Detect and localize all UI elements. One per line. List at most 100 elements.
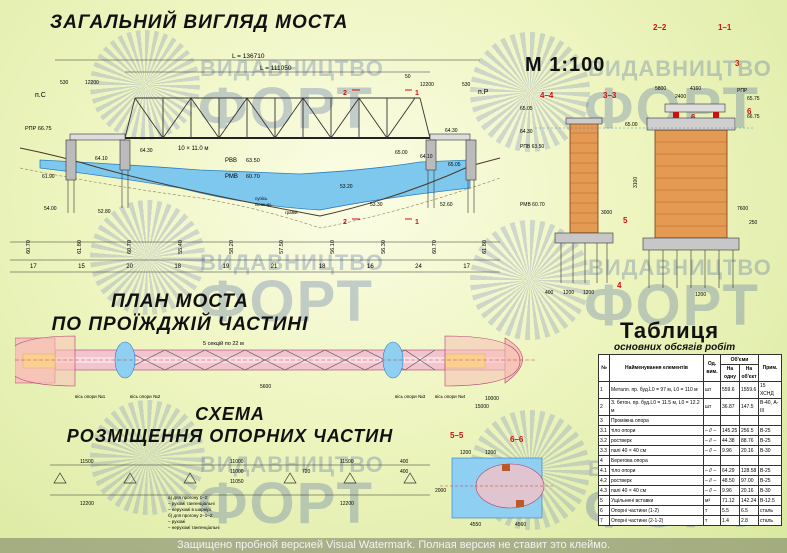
dimension-value: 530 xyxy=(462,82,471,88)
rvv-level: 63.50 xyxy=(246,158,260,164)
table-cell xyxy=(758,455,782,466)
station-cell: 15 xyxy=(78,264,85,270)
dimension-value: 250 xyxy=(749,220,758,226)
scheme-legend: – рухомі xyxy=(168,519,185,524)
dimension-value: 2000 xyxy=(435,488,446,494)
table-cell: 97.00 xyxy=(739,475,759,486)
dimension-value: 400 xyxy=(545,290,554,296)
table-cell xyxy=(703,415,721,426)
table-cell: В-12.5 xyxy=(758,495,782,506)
station-cell: 19 xyxy=(222,264,230,270)
abutment-width: 10000 xyxy=(485,396,499,402)
dimension-value: 12200 xyxy=(80,501,94,507)
table-cell xyxy=(703,455,721,466)
dimension-value: 530 xyxy=(60,80,69,86)
dimension-value: 11000 xyxy=(230,459,244,465)
level-mark: РПР xyxy=(737,88,748,94)
axis-label: вісь опори №3 xyxy=(395,394,426,399)
col-header: Найменування елементів xyxy=(609,354,704,382)
table-cell: 44.38 xyxy=(720,435,740,446)
table-cell: 20.16 xyxy=(739,445,759,456)
scheme-title-line2: РОЗМІЩЕННЯ ОПОРНИХ ЧАСТИН xyxy=(66,426,394,446)
scheme-title-line1: СХЕМА xyxy=(195,404,265,424)
table-cell: 5.5 xyxy=(720,505,740,516)
dimension-value: 400 xyxy=(400,459,409,465)
dimension-value: 4160 xyxy=(690,86,701,92)
scheme-legend: – нерухомі тангенціальні xyxy=(168,525,220,530)
station-cell: 24 xyxy=(415,264,422,270)
soil-label: пісок кр. xyxy=(255,202,272,207)
level-mark: 53.30 xyxy=(370,202,383,208)
footing xyxy=(642,237,740,251)
table-cell: В-25 xyxy=(758,425,782,436)
table-cell: 88.76 xyxy=(739,435,759,446)
table-cell: 1 xyxy=(598,381,610,399)
dimension-value: 1200 xyxy=(695,292,706,298)
table-cell: 64.29 xyxy=(720,465,740,476)
table-cell: 48.50 xyxy=(720,475,740,486)
table-cell: В-30 xyxy=(758,485,782,496)
pile xyxy=(648,250,734,288)
dimension-value: 1200 xyxy=(485,450,496,456)
level-mark: 52.60 xyxy=(440,202,453,208)
table-cell: 4.3 xyxy=(598,485,610,496)
pier xyxy=(65,139,477,181)
table-cell: 5 xyxy=(598,495,610,506)
dimension-value: 11050 xyxy=(230,479,244,485)
table-cell: 2 xyxy=(598,398,610,416)
table-cell: тіло опори xyxy=(609,465,704,476)
svg-text:3–3: 3–3 xyxy=(603,91,617,100)
col-header: Об'єми xyxy=(720,354,759,365)
svg-text:5–5: 5–5 xyxy=(450,431,464,440)
soil-label: гравій xyxy=(285,209,298,215)
table-cell xyxy=(720,455,740,466)
table-cell: 147.5 xyxy=(739,398,759,416)
dimension-value: 4560 xyxy=(515,522,526,528)
dimension-value: 3000 xyxy=(601,210,612,216)
dimension-value: 1200 xyxy=(583,290,594,296)
table-cell: Опорні частини (1-2) xyxy=(609,505,704,516)
dimension-value: 4550 xyxy=(470,522,481,528)
approach-span-right xyxy=(429,133,471,141)
table-cell: Металл. пр. буд.L0 = 97 м, L0 = 110 м xyxy=(609,381,704,399)
table-cell: 9.96 xyxy=(720,485,740,496)
dimension-value: 7600 xyxy=(737,206,748,212)
abutment-plan-right-outer xyxy=(444,335,521,387)
table-cell: В-30 xyxy=(758,445,782,456)
table-cell: 4.1 xyxy=(598,465,610,476)
station-cell: 17 xyxy=(30,264,37,270)
table-cell xyxy=(739,415,759,426)
dimension-value: 400 xyxy=(400,469,409,475)
col-subheader: На одну xyxy=(720,364,740,382)
svg-text:2: 2 xyxy=(343,90,347,97)
profile-elev-row: 60.70 61.80 60.70 55.40 58.20 57.50 56.1… xyxy=(22,240,492,254)
pier-column xyxy=(569,122,599,234)
pile xyxy=(67,170,475,213)
scheme-legend: а) для прогону 1–2: xyxy=(168,495,208,500)
dimension-value: 2400 xyxy=(675,94,686,100)
svg-text:6: 6 xyxy=(747,107,752,116)
table-cell: 15 ХСНД xyxy=(758,381,782,399)
table-cell: З. бетон. пр. буд.L0 = 11.5 м, L0 = 12.2… xyxy=(609,398,704,416)
pier-column xyxy=(654,129,728,239)
level-mark: 61.90 xyxy=(42,174,55,180)
profile-table xyxy=(10,241,500,273)
svg-text:3: 3 xyxy=(735,59,740,68)
level-mark: 65.05 xyxy=(520,106,533,112)
svg-text:1–1: 1–1 xyxy=(718,23,732,32)
dimension-value: 5800 xyxy=(655,86,666,92)
level-mark: 66.75 xyxy=(747,114,760,120)
table-cell: м³ xyxy=(703,495,721,506)
table-cell: Проміжна опора xyxy=(609,415,704,426)
table-cell: – // – xyxy=(703,435,721,446)
table-cell: 3.2 xyxy=(598,435,610,446)
section-line xyxy=(352,89,412,220)
table-cell xyxy=(739,455,759,466)
dimension-value: 11500 xyxy=(340,459,354,465)
table-cell: т xyxy=(703,505,721,516)
